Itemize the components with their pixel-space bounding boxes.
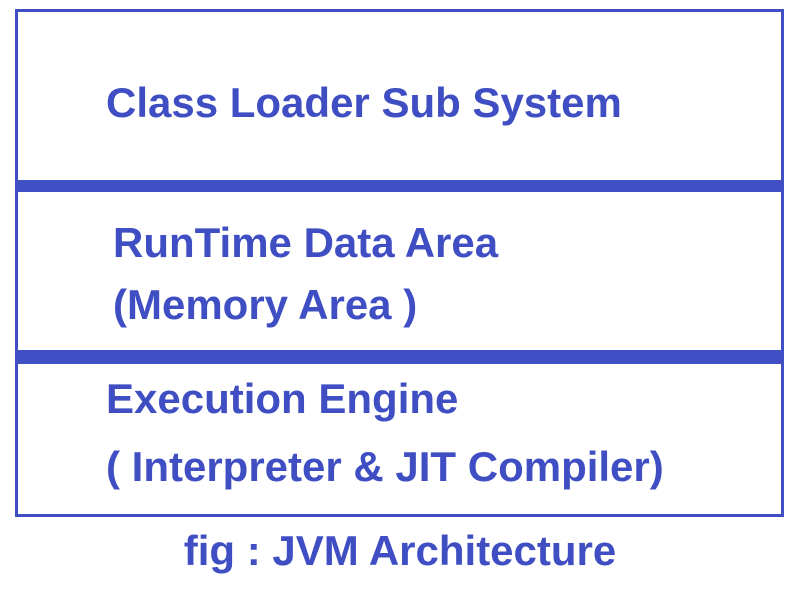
figure-caption: fig : JVM Architecture <box>183 527 617 574</box>
jvm-architecture-diagram: Class Loader Sub System RunTime Data Are… <box>15 9 784 517</box>
class-loader-layer: Class Loader Sub System <box>18 12 781 180</box>
runtime-data-area-label: RunTime Data Area <box>113 219 499 266</box>
execution-engine-label: Execution Engine <box>106 375 459 422</box>
memory-area-label: (Memory Area ) <box>113 281 418 328</box>
layer-divider <box>18 180 781 192</box>
layer-divider <box>18 350 781 364</box>
class-loader-label: Class Loader Sub System <box>106 79 622 126</box>
runtime-data-area-layer: RunTime Data Area (Memory Area ) <box>18 192 781 350</box>
interpreter-jit-label: ( Interpreter & JIT Compiler) <box>106 443 664 490</box>
execution-engine-layer: Execution Engine ( Interpreter & JIT Com… <box>18 364 781 517</box>
